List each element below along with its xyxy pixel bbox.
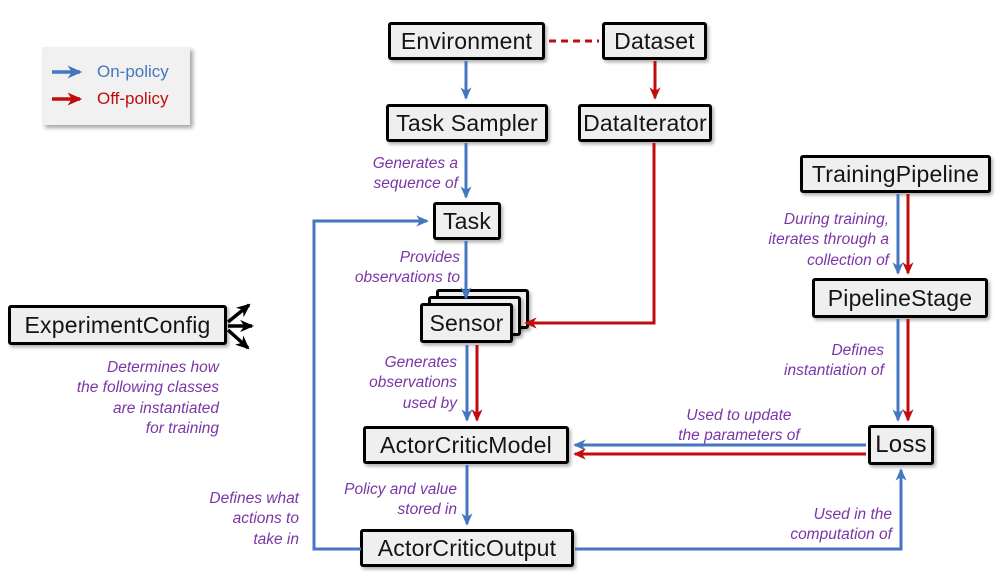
annotation-generates-observations: Generates observations used by [369,354,457,412]
annotation-determines-how: Determines how the following classes are… [76,359,219,438]
arrow-data-iterator-to-sensor [524,143,656,329]
annotation-used-to-update: Used to update the parameters of [678,407,800,445]
node-environment: Environment [388,22,545,60]
node-actor-critic-model: ActorCriticModel [363,426,569,464]
annotation-used-in-computation: Used in the computation of [790,506,892,544]
annotation-provides-observations: Provides observations to [354,249,460,287]
annotation-defines-instantiation: Defines instantiation of [784,342,884,380]
node-experiment-config: ExperimentConfig [8,305,227,345]
node-data-iterator: DataIterator [578,104,712,142]
annotation-during-training: During training, iterates through a coll… [768,211,889,269]
node-pipeline-stage: PipelineStage [812,278,988,318]
node-actor-critic-output: ActorCriticOutput [360,529,574,567]
annotation-generates-sequence: Generates a sequence of [372,155,458,193]
node-task-sampler: Task Sampler [386,104,548,142]
annotation-defines-actions: Defines what actions to take in [209,490,299,548]
arrow-experiment-config-fan-up [226,303,251,324]
legend-off-policy-label: Off-policy [97,89,169,108]
node-training-pipeline: TrainingPipeline [800,155,991,193]
node-sensor: Sensor [420,303,513,343]
node-loss: Loss [868,425,934,465]
arrow-experiment-config-fan-down [226,328,250,350]
node-task: Task [433,202,501,240]
annotation-policy-value: Policy and value stored in [344,481,457,519]
legend-box [42,47,190,125]
legend-on-policy-label: On-policy [97,62,169,81]
node-dataset: Dataset [602,22,707,60]
